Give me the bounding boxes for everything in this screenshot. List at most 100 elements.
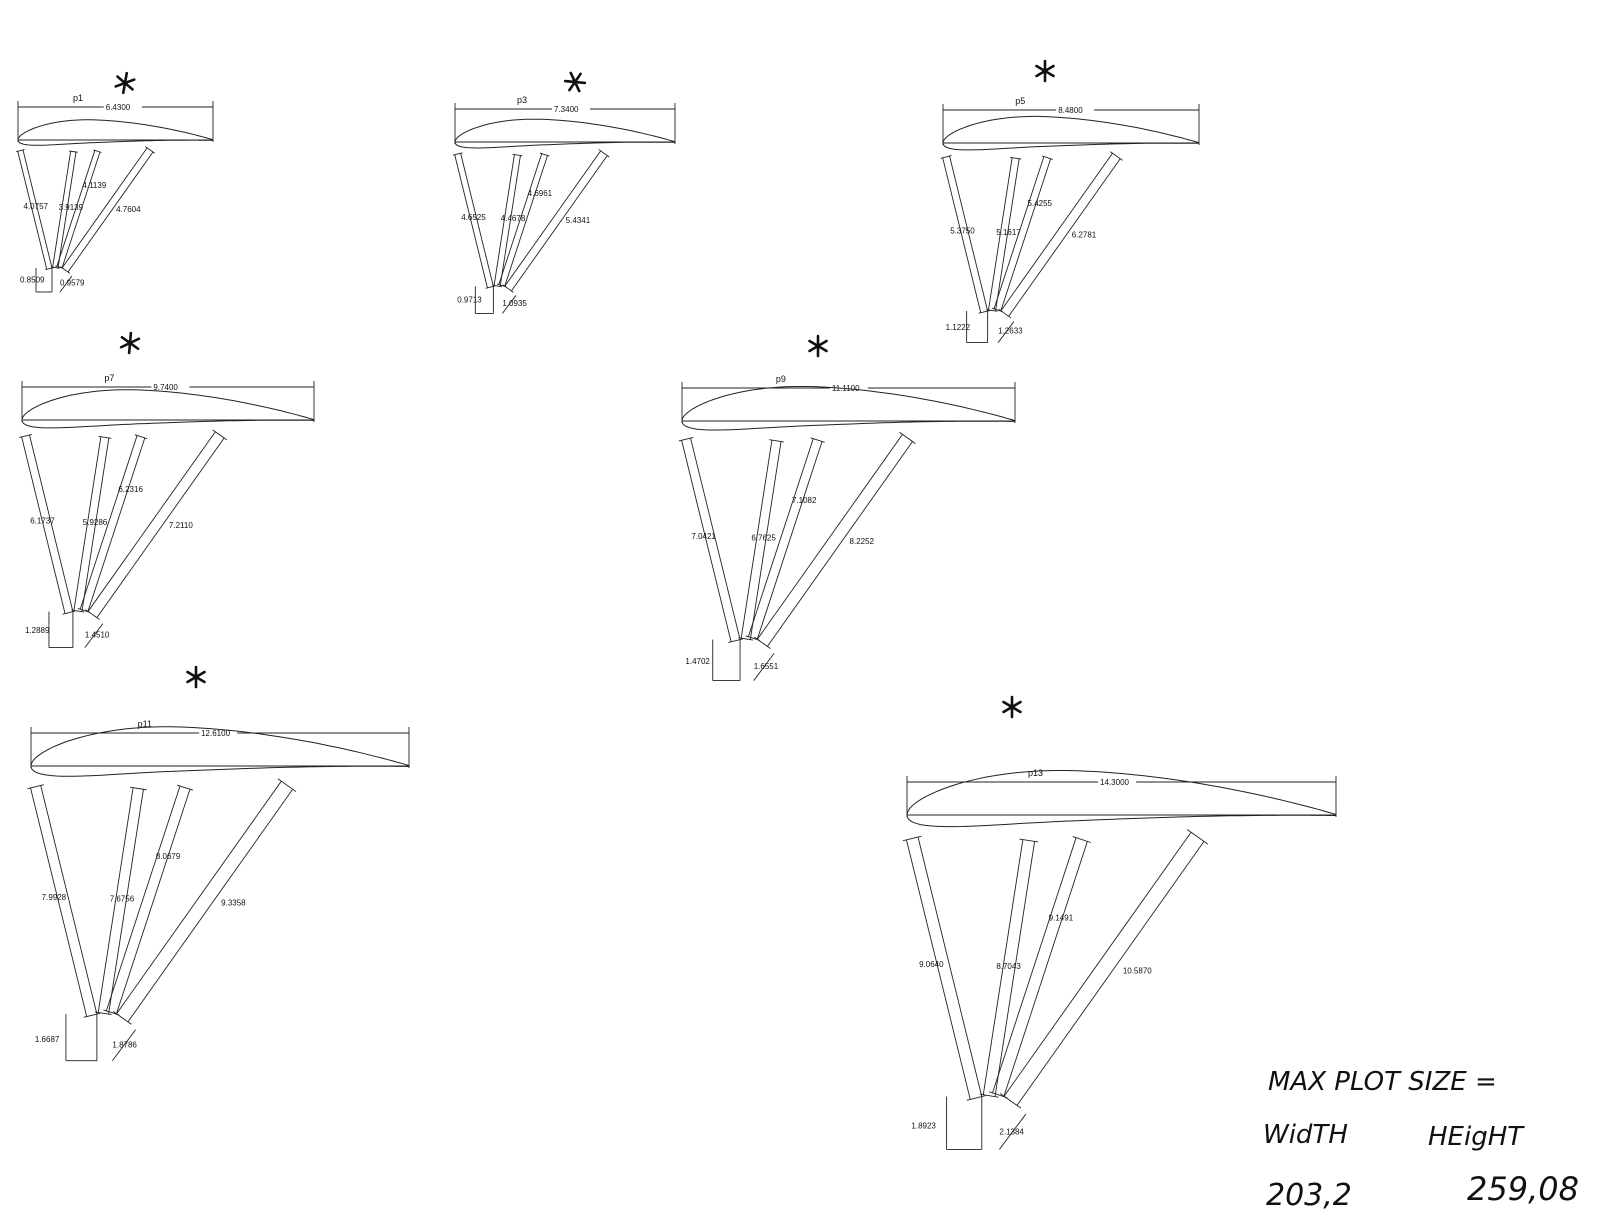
strut-2 — [738, 439, 784, 641]
strut-1 — [678, 436, 743, 643]
part-name-label: p1 — [73, 93, 83, 103]
strut-4-tick-top — [145, 146, 156, 154]
star-stroke-d2 — [1002, 700, 1022, 714]
strut-1 — [19, 433, 76, 615]
base-width-label: 1.6551 — [754, 662, 779, 671]
strut-3-edge-b — [56, 150, 96, 267]
chord-label-bg — [1056, 105, 1095, 115]
strut-4-tick-bottom — [999, 1093, 1022, 1109]
strut-4 — [754, 431, 916, 649]
handwritten-note: MAX PLOT SIZE = WidTH HEigHT 203,2 259,0… — [1263, 1067, 1579, 1213]
strut-4 — [85, 429, 228, 620]
strut-1 — [902, 835, 986, 1101]
chord-label-bg — [1098, 777, 1137, 787]
strut-2-edge-a — [995, 158, 1020, 312]
strut-2-tick-top — [68, 150, 78, 153]
strut-2-tick-top — [129, 786, 147, 791]
chord-dimension-p9: 11.1100 — [681, 382, 1016, 423]
strut-1-tick-top — [19, 433, 32, 438]
chord-dimension-p11: 12.6100 — [30, 727, 410, 768]
strut-1-edge-a — [29, 434, 74, 612]
base-height-label: 1.1222 — [946, 323, 971, 332]
strut-2-edge-a — [994, 841, 1036, 1097]
strut-1-edge-b — [906, 839, 971, 1100]
strut-length-label-3: 4.1139 — [82, 181, 106, 190]
strut-4-tick-top — [277, 778, 297, 793]
part-name-label: p5 — [1015, 96, 1025, 106]
strut-4-tick-top — [212, 429, 228, 441]
strut-2-edge-a — [108, 789, 144, 1015]
note-height-value: 259,08 — [1467, 1170, 1579, 1208]
airfoil-profile — [942, 115, 1200, 151]
strut-1-edge-a — [949, 156, 989, 312]
strut-length-label-2: 6.7625 — [751, 534, 776, 543]
strut-4-tick-top — [598, 149, 610, 158]
note-height-label: HEigHT — [1428, 1122, 1525, 1152]
part-name-label: p11 — [138, 719, 152, 729]
strut-2-edge-b — [493, 154, 515, 286]
strut-2-tick-top — [1019, 838, 1039, 843]
strut-1-edge-a — [460, 153, 494, 287]
base-width-dim — [753, 652, 775, 681]
strut-2-tick-bottom — [738, 637, 754, 641]
note-width-label: WidTH — [1263, 1120, 1348, 1150]
strut-length-label-3: 4.6961 — [528, 189, 553, 198]
base-width-label: 1.2633 — [998, 327, 1023, 336]
base-height-label: 0.9713 — [457, 296, 482, 305]
strut-2-edge-b — [97, 787, 134, 1013]
strut-length-label-4: 9.3358 — [221, 899, 246, 908]
strut-4-tick-bottom — [85, 609, 100, 620]
strut-3-edge-b — [993, 156, 1045, 309]
strut-1-tick-bottom — [485, 285, 496, 289]
strut-2-edge-b — [52, 151, 72, 268]
strut-length-label-1: 7.0421 — [691, 532, 716, 541]
strut-3-edge-a — [115, 789, 191, 1015]
strut-1 — [940, 155, 990, 314]
strut-2 — [71, 435, 112, 613]
base-height-label: 1.8923 — [911, 1121, 936, 1130]
chord-length-label: 9.7400 — [153, 383, 178, 392]
strut-2-edge-b — [988, 157, 1013, 311]
airfoil-profile — [17, 119, 214, 146]
star-mark-p11 — [186, 665, 206, 689]
strut-3-edge-a — [756, 441, 823, 640]
strut-2-edge-a — [57, 151, 77, 269]
strut-4-tick-bottom — [112, 1011, 132, 1025]
strut-4-tick-bottom — [998, 308, 1012, 319]
star-stroke-d2 — [119, 337, 141, 349]
strut-3 — [496, 152, 550, 288]
airfoil-profile — [681, 386, 1016, 431]
part-name-label: p9 — [776, 374, 786, 384]
airfoil-profile — [21, 389, 315, 429]
chord-dimension-p3: 7.3400 — [454, 103, 676, 144]
strut-1-edge-b — [454, 154, 488, 288]
strut-length-label-2: 5.1617 — [996, 228, 1021, 237]
strut-3-edge-b — [105, 785, 181, 1012]
strut-4-edge-b — [116, 780, 282, 1015]
star-mark-p13 — [1002, 695, 1022, 719]
base-width-dim — [999, 1113, 1027, 1150]
strut-4-edge-b — [1000, 153, 1113, 312]
chord-dimension-p1: 6.4300 — [17, 101, 214, 142]
strut-length-label-3: 5.4255 — [1028, 199, 1053, 208]
strut-1-tick-bottom — [83, 1012, 101, 1018]
strut-3-edge-b — [498, 153, 543, 285]
strut-1-edge-b — [21, 436, 66, 614]
base-width-dim — [997, 321, 1015, 343]
strut-4-tick-top — [899, 431, 916, 444]
strut-2 — [979, 838, 1039, 1098]
strut-length-label-4: 6.2781 — [1072, 231, 1097, 240]
strut-3-tick-top — [176, 784, 194, 791]
strut-length-label-3: 8.0679 — [156, 852, 181, 861]
strut-1-tick-top — [16, 149, 25, 153]
strut-length-label-3: 7.1082 — [792, 496, 817, 505]
strut-1-edge-a — [917, 836, 983, 1097]
strut-1-edge-a — [22, 149, 53, 269]
strut-2-tick-top — [1009, 156, 1022, 160]
